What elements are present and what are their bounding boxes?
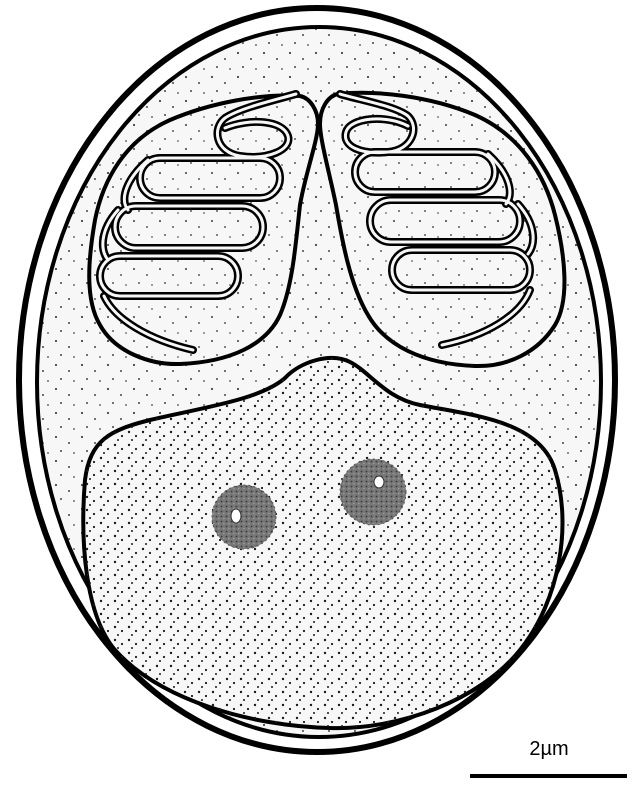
nucleus-left	[212, 485, 276, 549]
nucleus-right	[340, 459, 406, 525]
scale-bar-label: 2µm	[470, 738, 628, 761]
